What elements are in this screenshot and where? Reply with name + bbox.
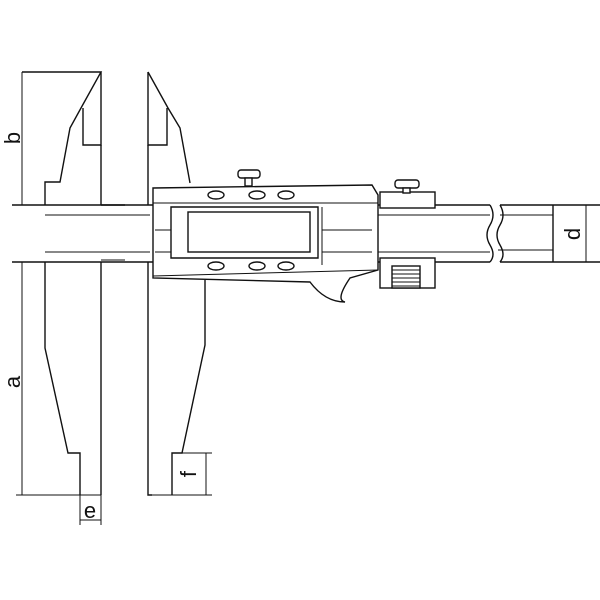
fine-lock-screw-icon — [394, 179, 420, 189]
sliding-jaw-upper — [147, 71, 191, 205]
fixed-jaw-lower — [44, 259, 125, 495]
button-bottom-2[interactable] — [248, 261, 266, 271]
lcd-screen — [187, 211, 311, 253]
fixed-jaw-upper — [22, 71, 125, 206]
dimension-b: b — [0, 72, 25, 205]
thumb-wheel-icon — [391, 265, 421, 289]
button-bottom-3[interactable] — [277, 261, 295, 271]
label-b: b — [0, 132, 25, 144]
display-unit — [152, 169, 379, 303]
label-d: d — [560, 228, 585, 240]
button-top-2[interactable] — [248, 190, 266, 200]
sliding-jaw-lower — [147, 262, 206, 496]
dimension-d: d — [560, 205, 587, 262]
dimension-e: e — [79, 495, 102, 525]
dimension-a: a — [0, 262, 101, 496]
button-top-1[interactable] — [207, 190, 225, 200]
label-f: f — [176, 470, 201, 477]
lock-screw-icon — [237, 169, 261, 179]
fine-adjust-unit — [379, 179, 436, 289]
dimension-f: f — [148, 452, 212, 496]
label-a: a — [0, 375, 25, 388]
button-top-3[interactable] — [277, 190, 295, 200]
label-e: e — [84, 498, 96, 523]
button-bottom-1[interactable] — [207, 261, 225, 271]
